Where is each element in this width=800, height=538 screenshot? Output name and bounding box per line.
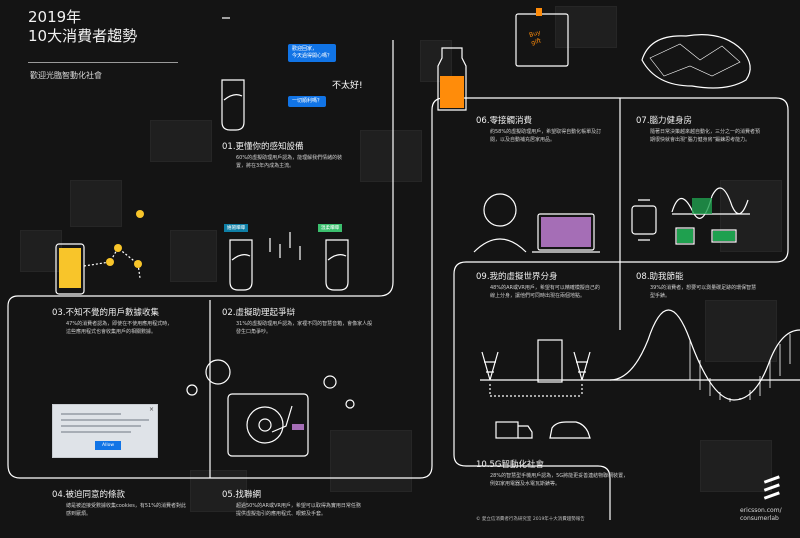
section-01-title: 01.更懂你的感知設備 [222,142,304,152]
section-07-body: 隨著日常決策越來越自動化，三分之一的消費者預期很快就會出現“腦力健身房”鍛鍊思考… [650,129,761,143]
cookie-consent-dialog: × Allow [52,404,158,458]
shirt-icon [675,227,695,245]
section-06-body: 約58%的虛擬助理用戶，希望取得自動化帳單及訂閱，以及自動補充居家用品。 [490,129,602,143]
dialog-text-line [61,413,121,415]
title-line-1: 2019年 [28,8,82,26]
chart-fill [692,198,712,214]
speaker-chip-right: 溫柔嗶嗶 [318,224,342,232]
wave-graph [609,309,800,401]
section-10-title: 10.5G智動化社會 [476,460,545,470]
section-06-title: 06.零接觸消費 [476,116,533,126]
cell-tower-icon [573,351,591,381]
phone-icon [55,243,85,295]
line-chart [671,187,749,219]
ericsson-logo [763,491,780,500]
section-02-body: 31%的虛擬助理用戶認為，家裡不同的智慧音箱，會像家人般發生口角爭吵。 [236,321,373,335]
bottle-fill [440,76,464,108]
tablet-button-fill [292,424,304,430]
section-03-title: 03.不知不覺的用戶數據收集 [52,308,160,318]
section-10-body: 28%的智慧型手機用戶認為，5G將能更妥善連結物聯網裝置，例如家用電器及水電瓦斯… [490,473,629,487]
section-01-body: 60%的虛擬助理用戶認為，能理解我們情緒的裝置，將在3年內成為主流。 [236,155,343,169]
building-icon [537,339,563,383]
map-pin-icon [134,260,142,268]
truck-icon [495,421,519,439]
person-icon [483,193,517,227]
section-07-title: 07.腦力健身房 [636,116,693,126]
bathtub-fill [713,231,735,241]
section-02-title: 02.虛擬助理起爭辯 [222,308,296,318]
bathtub-icon [711,229,737,243]
phone-screen-fill [59,248,81,288]
section-09-body: 48%的AR或VR用戶，希望有可以精確模擬自己的線上分身，讓他們可同時出現在兩個… [490,285,600,299]
page-subtitle: 歡迎光臨智動化社會 [30,71,102,80]
section-09-title: 09.我的虛擬世界分身 [476,272,558,282]
allow-button[interactable]: Allow [95,441,121,450]
speaker-chip-left: 嬉閙嗶嗶 [224,224,248,232]
dialog-text-line [61,425,141,427]
car-icon [549,421,591,439]
section-04-body: 總是被迫接受數據收集cookies，有51%的消費者對此感到厭煩。 [66,503,186,517]
section-08-body: 39%的消費者，想要可以測量碳足跡的環保智慧型手錶。 [650,285,757,299]
chat-bubble-1-line-2: 今天過得開心嗎？ [292,53,333,59]
laptop-screen-fill [541,217,591,247]
tablet-icon [227,393,309,457]
map-pin-icon [114,244,122,252]
speaker-icon [229,239,253,291]
connector-path-left [7,40,789,520]
cookie-icon [205,359,231,385]
brand-url-line-1: ericsson.com/ [740,507,782,514]
ericsson-logo [763,483,780,492]
ericsson-logo [763,475,780,484]
section-03-body: 47%的消費者認為，即使在不使用應用程式時，這些應用程式也會收集用戶的相關數據。 [66,321,173,335]
cell-tower-icon [481,351,499,381]
speaker-icon [325,239,349,291]
shirt-fill [677,229,693,243]
watch-icon [631,205,657,235]
chat-bubble-1: 歡迎回家， 今天過得開心嗎？ [288,44,337,62]
bottle-icon [437,47,467,111]
title-rule [28,62,178,63]
section-05-body: 超過50%的AR或VR用戶，希望可以取得為實用日常任務提供虛擬指引的應用程式、眼… [236,503,361,517]
note-pin-fill [536,8,542,16]
speaker-icon [221,79,245,131]
laptop-icon [537,213,595,251]
cookie-icon [186,384,198,396]
chat-reply: 不太好! [332,81,363,91]
dialog-text-line [61,419,149,421]
cookie-icon [345,399,355,409]
section-08-title: 08.助我節能 [636,272,684,282]
chat-bubble-2: 一切順利嗎？ [288,96,327,107]
footer-copyright: © 愛立信消費者行為研究室 2019年十大消費趨勢報告 [476,517,585,522]
map-pin-icon [106,258,114,266]
brand-url[interactable]: ericsson.com/ consumerlab [740,507,782,523]
section-04-title: 04.被迫同意的條款 [52,490,126,500]
brain-icon [641,34,751,89]
section-05-title: 05.找聯網 [222,490,262,500]
close-icon[interactable]: × [148,406,154,413]
map-pin-icon [136,210,144,218]
page-title: 2019年 10大消費者趨勢 [28,8,137,46]
title-line-2: 10大消費者趨勢 [28,27,138,45]
chat-bubble-1-line-1: 歡迎回家， [292,46,318,52]
cookie-icon [323,375,337,389]
brand-url-line-2: consumerlab [740,515,779,522]
dialog-text-line [61,431,131,433]
